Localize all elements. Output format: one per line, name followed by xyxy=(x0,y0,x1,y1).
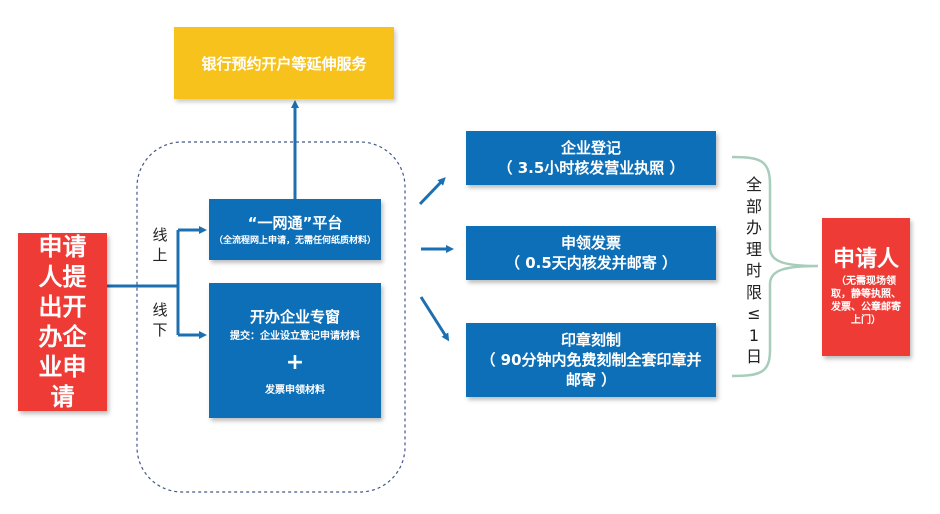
applicant-box: 申请 人提 出开 办企 业申 请 xyxy=(18,233,107,411)
service-window-box: 开办企业专窗 提交：企业设立登记申请材料 + 发票申领材料 xyxy=(209,283,381,418)
time-limit-char-9: 日 xyxy=(745,347,762,366)
offline-label-char-2: 下 xyxy=(152,321,168,339)
applicant-line-3: 出开 xyxy=(38,293,87,321)
time-limit-char-3: 办 xyxy=(745,218,762,237)
service-seal-title: 印章刻制 xyxy=(560,331,621,349)
applicant-line-2: 人提 xyxy=(38,263,87,291)
yiwangtong-subtitle: （全流程网上申请，无需任何纸质材料） xyxy=(213,236,376,246)
offline-label-char-1: 线 xyxy=(152,301,168,319)
yiwangtong-box: “一网通”平台 （全流程网上申请，无需任何纸质材料） xyxy=(209,199,381,260)
arrow-seal xyxy=(419,296,450,342)
online-label-char-1: 线 xyxy=(152,226,168,244)
online-label: 线 上 xyxy=(151,225,169,265)
service-invoice: 申领发票 （ 0.5天内核发并邮寄 ） xyxy=(466,226,716,280)
applicant-line-4: 办企 xyxy=(38,323,87,351)
time-limit-char-2: 部 xyxy=(745,196,762,216)
service-window-submit: 提交：企业设立登记申请材料 xyxy=(230,330,360,342)
applicant-line-6: 请 xyxy=(50,383,75,411)
arrow-registration xyxy=(418,177,446,206)
recipient-box: 申请人 （无需现场领取，静等执照、发票、公章邮寄上门） xyxy=(822,218,910,356)
recipient-note: （无需现场领取，静等执照、发票、公章邮寄上门） xyxy=(831,276,901,326)
time-limit-char-4: 理 xyxy=(745,239,762,259)
bank-service-text: 银行预约开户等延伸服务 xyxy=(201,54,367,73)
time-limit-char-8: 1 xyxy=(748,325,760,345)
recipient-title: 申请人 xyxy=(832,247,899,272)
time-limit-char-1: 全 xyxy=(745,175,762,194)
applicant-line-5: 业申 xyxy=(38,353,87,381)
service-seal: 印章刻制 （ 90分钟内免费刻制全套印章并邮寄 ） xyxy=(466,323,716,397)
service-invoice-sub: （ 0.5天内核发并邮寄 ） xyxy=(504,254,678,272)
service-invoice-title: 申领发票 xyxy=(560,234,621,252)
online-label-char-2: 上 xyxy=(152,246,168,264)
bank-service-box: 银行预约开户等延伸服务 xyxy=(174,27,394,99)
service-registration-title: 企业登记 xyxy=(560,139,621,157)
applicant-line-1: 申请 xyxy=(38,233,87,261)
channel-container xyxy=(136,141,406,493)
plus-icon: + xyxy=(285,349,305,375)
service-registration-sub: （ 3.5小时核发营业执照 ） xyxy=(497,159,685,177)
right-bracket xyxy=(731,155,819,378)
service-window-receive: 发票申领材料 xyxy=(265,384,325,396)
yiwangtong-title: “一网通”平台 xyxy=(247,214,343,232)
time-limit-label: 全 部 办 理 时 限 ≤ 1 日 xyxy=(743,174,765,368)
service-registration: 企业登记 （ 3.5小时核发营业执照 ） xyxy=(466,131,716,185)
time-limit-char-7: ≤ xyxy=(747,304,761,323)
offline-label: 线 下 xyxy=(151,300,169,340)
time-limit-char-6: 限 xyxy=(745,282,762,302)
time-limit-char-5: 时 xyxy=(745,261,762,280)
service-seal-sub: （ 90分钟内免费刻制全套印章并邮寄 ） xyxy=(480,351,702,389)
service-window-title: 开办企业专窗 xyxy=(249,307,340,326)
